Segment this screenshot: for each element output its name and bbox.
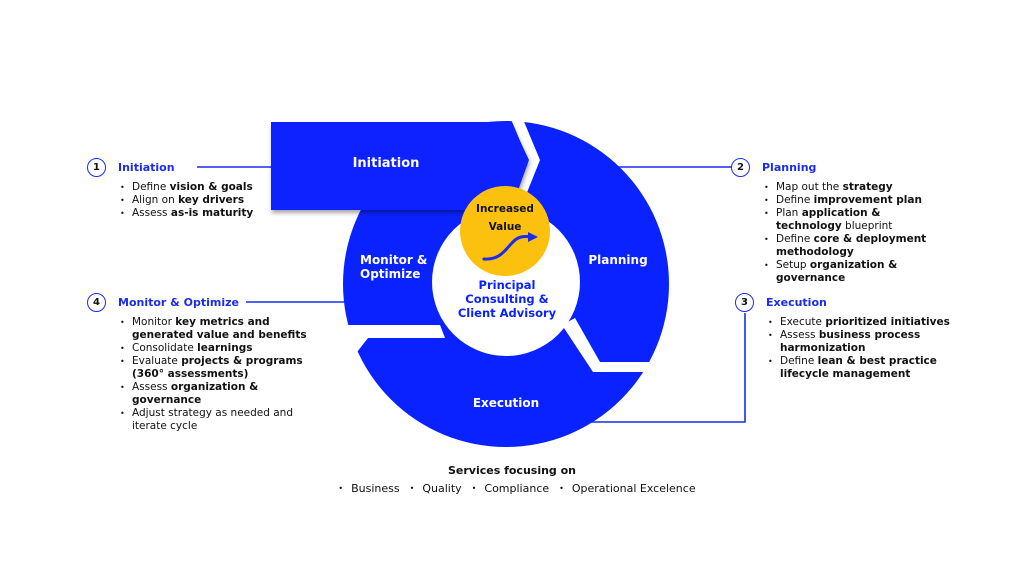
segment-label-monitor-1: Monitor & [360,253,427,267]
step-bullets: Map out the strategyDefine improvement p… [731,181,934,285]
step-bullet-item: Plan application & technology blueprint [764,207,934,233]
bullet-emphasis: as-is maturity [170,207,254,219]
step-bullet-item: Define vision & goals [120,181,260,194]
bullet-text: Monitor [132,316,176,328]
bullet-text: Define [132,181,170,193]
value-line2: Value [489,221,522,233]
bullet-text: Assess [780,329,819,341]
rising-arrow-icon [482,235,533,261]
bullet-text: Map out the [776,181,843,193]
bullet-emphasis: prioritized initiatives [825,316,950,328]
bullet-emphasis: strategy [842,181,893,193]
bullet-emphasis: learnings [197,342,253,354]
step-bullets: Execute prioritized initiativesAssess bu… [735,316,963,381]
bullet-emphasis: improvement plan [813,194,922,206]
bullet-text: Consolidate [132,342,198,354]
bullet-text: Define [776,194,814,206]
bullet-text: Adjust strategy as needed and iterate cy… [132,407,293,432]
separator-execution-planning [562,318,680,372]
value-badge-circle [460,186,550,276]
bullet-text: Assess [132,381,171,393]
services-footer: Services focusing on • Business • Quality • C… [0,464,1024,495]
step-bullet-item: Assess business process harmonization [768,329,963,355]
bullet-dot-icon: • [338,484,344,493]
separator-initiation-planning [508,112,540,205]
service-item: Operational Excelence [571,482,696,495]
step-bullet-item: Define improvement plan [764,194,934,207]
step-initiation: 1 Initiation Define vision & goalsAlign … [87,155,277,220]
step-bullet-item: Consolidate learnings [120,342,310,355]
services-list: • Business • Quality • Compliance • Operational… [0,482,1024,495]
connector-execution [590,313,746,423]
step-title: Planning [762,160,817,174]
bullet-emphasis: application & technology [776,207,881,232]
value-badge: Increased Value [460,186,550,276]
step-execution: 3 Execution Execute prioritized initiati… [735,290,975,381]
step-number-badge: 3 [735,292,754,312]
step-title: Execution [766,295,827,309]
services-title: Services focusing on [447,464,577,477]
core-line1: Principal [479,278,536,292]
bullet-text: Assess [132,207,171,219]
step-number-badge: 4 [87,292,106,312]
bullet-text: Define [776,233,814,245]
bullet-emphasis: projects & programs (360° assessments) [132,355,303,380]
step-title: Initiation [118,160,175,174]
core-line3: Client Advisory [458,306,557,320]
service-item: Quality [422,482,462,495]
bullet-emphasis: organization & governance [776,259,898,284]
step-bullet-item: Evaluate projects & programs (360° asses… [120,355,310,381]
bullet-emphasis: lean & best practice lifecycle managemen… [780,355,937,380]
bullet-text: Setup [776,259,810,271]
bullet-emphasis: key drivers [178,194,245,206]
step-title: Monitor & Optimize [118,295,239,309]
bullet-emphasis: core & deployment methodology [776,233,927,258]
segment-label-monitor-2: Optimize [360,267,420,281]
value-line1: Increased [476,203,534,215]
bullet-emphasis: organization & governance [132,381,259,406]
step-bullet-item: Assess organization & governance [120,381,310,407]
segment-label-planning: Planning [588,253,647,267]
step-bullet-item: Assess as-is maturity [120,207,260,220]
bullet-text: Define [780,355,818,367]
service-item: Business [351,482,400,495]
rising-arrow-head [528,232,538,242]
bullet-dot-icon: • [559,484,564,493]
initiation-arrow [271,122,529,210]
segment-label-execution: Execution [473,396,539,410]
separator-monitor-execution [330,325,445,370]
step-number-badge: 2 [731,157,750,177]
service-item: Compliance [484,482,550,495]
step-bullet-item: Define lean & best practice lifecycle ma… [768,355,963,381]
step-bullet-item: Setup organization & governance [764,259,934,285]
step-planning: 2 Planning Map out the strategyDefine im… [731,155,961,285]
step-bullet-item: Define core & deployment methodology [764,233,934,259]
step-bullet-item: Map out the strategy [764,181,934,194]
step-bullet-item: Monitor key metrics and generated value … [120,316,310,342]
step-monitor-optimize: 4 Monitor & Optimize Monitor key metrics… [87,290,327,433]
segment-label-initiation: Initiation [353,156,420,171]
step-bullet-item: Adjust strategy as needed and iterate cy… [120,407,310,433]
bullet-emphasis: vision & goals [169,181,253,193]
bullet-text: Evaluate [132,355,182,367]
bullet-text: Plan [776,207,802,219]
bullet-emphasis: business process harmonization [780,329,921,354]
step-bullets: Monitor key metrics and generated value … [87,316,310,433]
bullet-text: blueprint [841,220,893,232]
step-bullet-item: Align on key drivers [120,194,260,207]
step-bullet-item: Execute prioritized initiatives [768,316,963,329]
bullet-dot-icon: • [409,484,415,493]
step-number-badge: 1 [87,157,106,177]
bullet-dot-icon: • [471,484,477,493]
step-bullets: Define vision & goalsAlign on key driver… [87,181,260,220]
bullet-text: Align on [132,194,179,206]
bullet-text: Execute [780,316,826,328]
core-line2: Consulting & [465,292,548,306]
bullet-emphasis: key metrics and generated value and bene… [132,316,307,341]
